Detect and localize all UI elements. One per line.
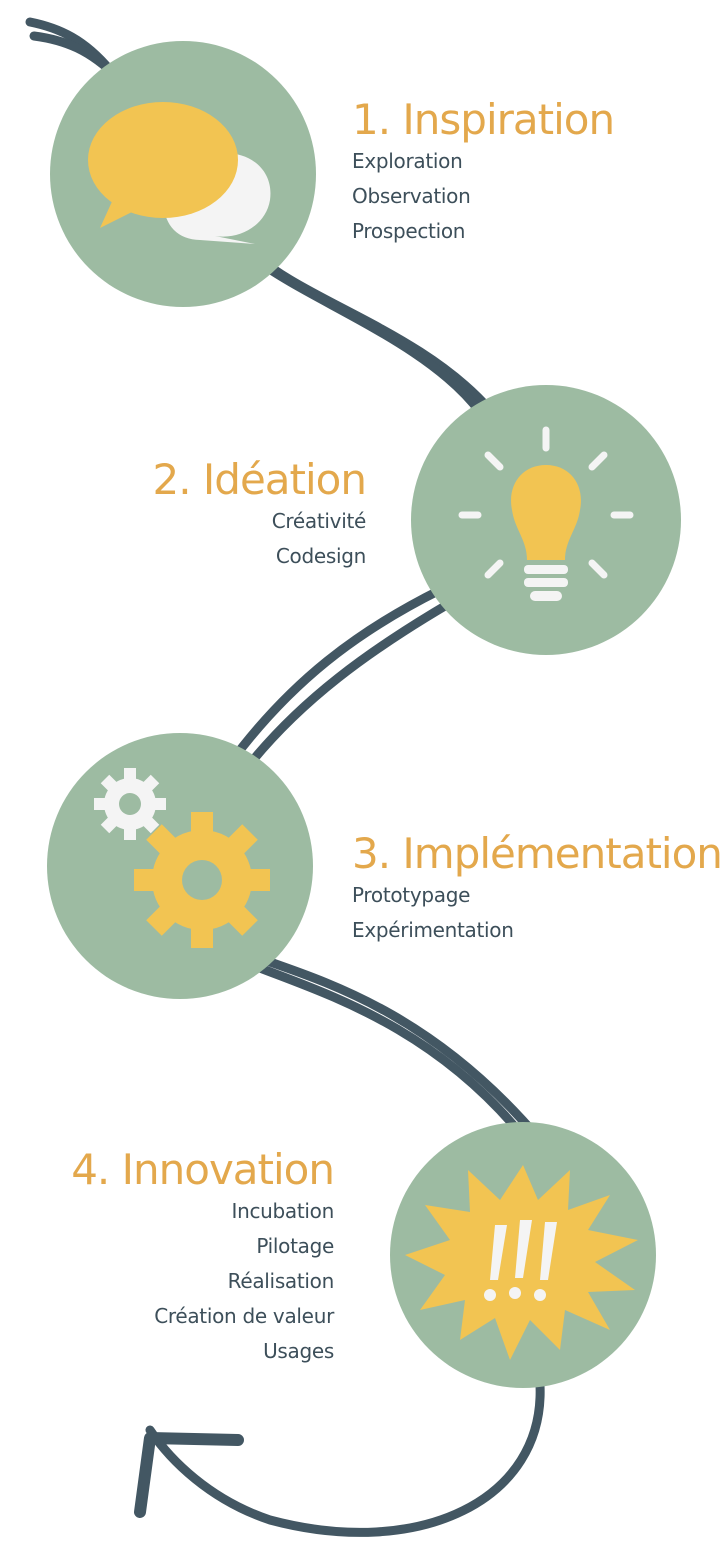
step-1-text: 1. Inspiration Exploration Observation P… — [352, 95, 615, 249]
step-3-text: 3. Implémentation Prototypage Expériment… — [352, 829, 722, 948]
step-3-item: Prototypage — [352, 883, 471, 907]
step-1-item: Observation — [352, 184, 471, 208]
gears-icon — [94, 768, 270, 948]
step-1-item: Exploration — [352, 149, 463, 173]
step-1-items: Exploration Observation Prospection — [352, 144, 614, 249]
step-2-text: 2. Idéation Créativité Codesign — [153, 456, 367, 574]
step-3-items: Prototypage Expérimentation — [352, 878, 656, 948]
arrowhead — [134, 1432, 244, 1518]
step-4-item: Création de valeur — [154, 1304, 334, 1328]
process-diagram — [25, 17, 681, 1537]
step-4-item: Pilotage — [256, 1234, 334, 1258]
step-2-item: Créativité — [271, 509, 367, 533]
step-4-item: Usages — [263, 1339, 334, 1363]
exclamation-burst-icon — [405, 1165, 638, 1360]
lightbulb-icon — [458, 426, 634, 601]
step-4-circle — [390, 1122, 656, 1388]
step-2-title: 2. Idéation — [152, 455, 367, 504]
step-1-item: Prospection — [352, 219, 466, 243]
step-1-title: 1. Inspiration — [352, 95, 615, 144]
step-3-item: Expérimentation — [352, 918, 514, 942]
step-2-item: Codesign — [275, 544, 366, 568]
step-4-item: Réalisation — [227, 1269, 335, 1293]
step-1-circle — [50, 41, 316, 307]
step-4-text: 4. Innovation Incubation Pilotage Réalis… — [71, 1145, 335, 1369]
step-3-title: 3. Implémentation — [352, 829, 722, 878]
step-4-items: Incubation Pilotage Réalisation Création… — [71, 1194, 334, 1369]
step-4-item: Incubation — [231, 1199, 334, 1223]
step-3-circle — [47, 733, 313, 999]
step-4-title: 4. Innovation — [71, 1145, 335, 1194]
step-2-items: Créativité Codesign — [153, 504, 367, 574]
step-2-circle — [411, 385, 681, 655]
speech-bubbles-icon — [88, 102, 271, 244]
